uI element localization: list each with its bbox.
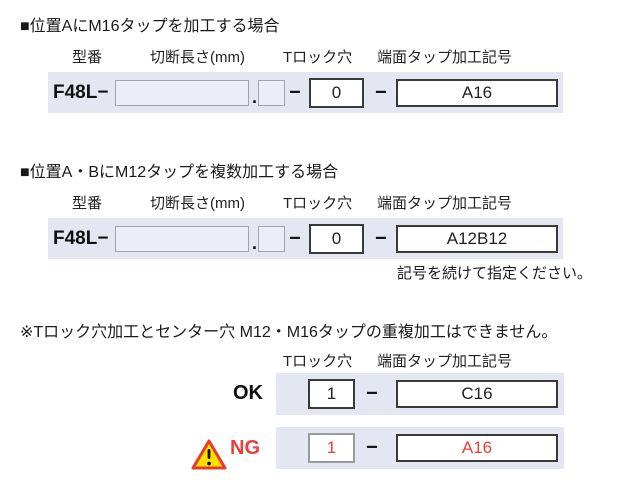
- decimal-field: [258, 226, 285, 252]
- column-header-tap-code: 端面タップ加工記号: [377, 49, 513, 66]
- order-code-row: F48L− . − 0 − A12B12: [48, 218, 563, 259]
- example-row-ng: 1 − A16: [276, 427, 564, 469]
- cut-length-field: [115, 80, 249, 106]
- column-header-cut-length: 切断長さ(mm): [150, 49, 245, 66]
- tlock-hole-field: 1: [308, 379, 355, 409]
- column-header-cut-length: 切断長さ(mm): [150, 195, 245, 212]
- tap-code-field: A16: [396, 434, 558, 462]
- column-header-model: 型番: [72, 49, 103, 66]
- append-symbols-note: 記号を続けて指定ください。: [397, 265, 593, 282]
- restriction-note: ※Tロック穴加工とセンター穴 M12・M16タップの重複加工はできません。: [20, 324, 558, 341]
- model-prefix: F48L−: [53, 227, 109, 249]
- order-code-row: F48L− . − 0 − A16: [48, 72, 563, 113]
- decimal-point: .: [252, 87, 258, 107]
- example-row-ok: 1 − C16: [276, 373, 564, 415]
- tap-code-field: A16: [396, 79, 558, 107]
- section-title: ■位置A・BにM12タップを複数加工する場合: [20, 164, 339, 181]
- section-title: ■位置AにM16タップを加工する場合: [20, 18, 280, 35]
- cut-length-field: [115, 226, 249, 252]
- column-header-tap-code: 端面タップ加工記号: [377, 195, 513, 212]
- decimal-point: .: [252, 233, 258, 253]
- ng-label: NG: [230, 437, 260, 459]
- separator-dash: −: [375, 227, 387, 249]
- tap-code-field: A12B12: [396, 225, 558, 253]
- tlock-hole-field: 0: [309, 78, 364, 108]
- ok-label: OK: [233, 382, 263, 404]
- column-header-model: 型番: [72, 195, 103, 212]
- separator-dash: −: [289, 227, 301, 249]
- model-prefix: F48L−: [53, 81, 109, 103]
- separator-dash: −: [375, 81, 387, 103]
- separator-dash: −: [289, 81, 301, 103]
- column-header-tlock-hole: Tロック穴: [283, 49, 353, 66]
- column-header-tap-code: 端面タップ加工記号: [377, 353, 513, 370]
- decimal-field: [258, 80, 285, 106]
- column-header-tlock-hole: Tロック穴: [283, 195, 353, 212]
- tap-code-field: C16: [396, 380, 558, 408]
- tlock-hole-field: 1: [308, 433, 355, 463]
- tlock-hole-field: 0: [309, 224, 364, 254]
- separator-dash: −: [366, 382, 378, 405]
- separator-dash: −: [366, 436, 378, 459]
- column-header-tlock-hole: Tロック穴: [283, 353, 353, 370]
- warning-triangle-icon: [190, 438, 228, 472]
